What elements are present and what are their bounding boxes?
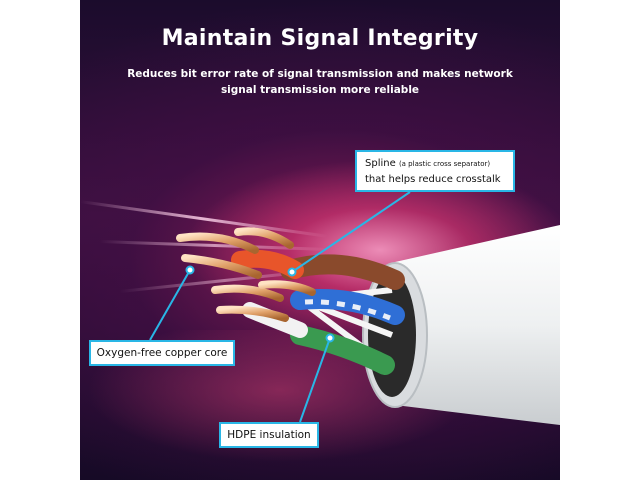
spline-callout-dot xyxy=(287,267,297,277)
subtitle-line: Reduces bit error rate of signal transmi… xyxy=(127,68,513,80)
blue-pair xyxy=(290,289,405,325)
copper-callout-line xyxy=(149,269,191,341)
copper-wire xyxy=(176,232,259,254)
cable-jacket xyxy=(395,225,560,425)
copper-callout-dot xyxy=(185,265,195,275)
brown-pair xyxy=(280,254,405,290)
copper-wire xyxy=(211,284,284,302)
copper-wire xyxy=(181,254,262,279)
copper-conductors xyxy=(176,227,316,322)
callout-lines xyxy=(149,191,411,423)
copper-core-callout: Oxygen-free copper core xyxy=(89,340,235,366)
spline-callout-line xyxy=(291,191,411,273)
copper-wire xyxy=(258,280,316,296)
spline-callout: Spline (a plastic cross separator) that … xyxy=(355,150,515,192)
spline-label: Spline xyxy=(365,158,396,169)
subtitle-line: signal transmission more reliable xyxy=(220,84,420,96)
spline-callout-line1: Spline (a plastic cross separator) xyxy=(365,156,505,172)
spline-note: (a plastic cross separator) xyxy=(398,160,491,168)
hdpe-insulation-callout: HDPE insulation xyxy=(219,422,319,448)
copper-wire xyxy=(216,305,289,322)
copper-wire xyxy=(234,227,294,249)
spline-callout-line2: that helps reduce crosstalk xyxy=(365,174,501,185)
hdpe-callout-line xyxy=(299,337,331,423)
green-pair xyxy=(290,325,395,375)
page-subtitle: Reduces bit error rate of signal transmi… xyxy=(120,66,520,98)
page-title: Maintain Signal Integrity xyxy=(161,26,479,51)
hdpe-callout-dot xyxy=(325,333,335,343)
